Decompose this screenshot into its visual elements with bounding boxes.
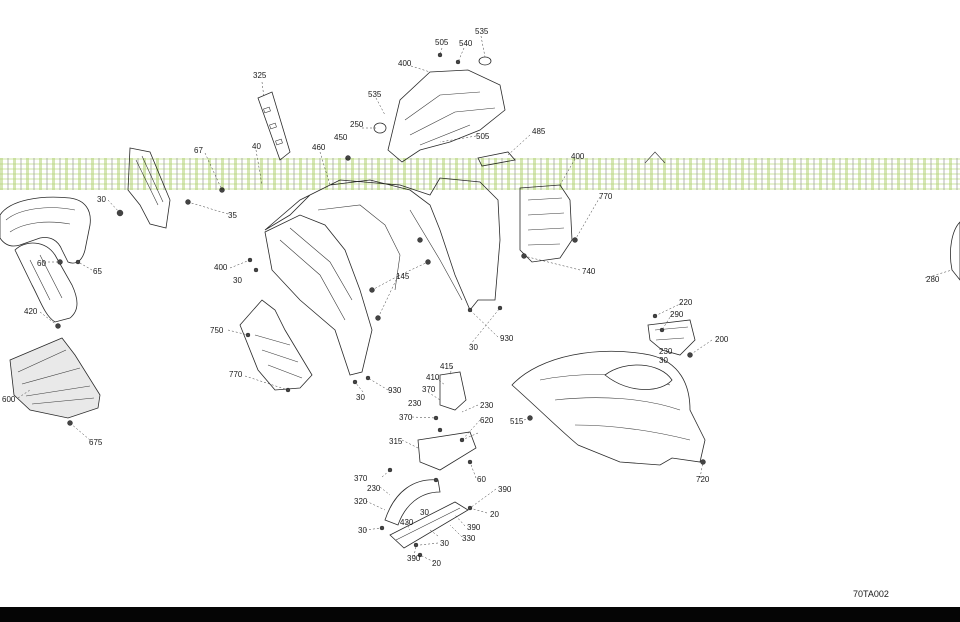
callout-label: 535 [475,27,489,36]
callout-label: 460 [312,143,326,152]
edge-partial-part [950,221,960,281]
callout-label: 35 [228,211,237,220]
callout-label: 250 [350,120,364,129]
callout-label: 390 [498,485,512,494]
front-cover-part [511,350,706,466]
callout-label: 60 [477,475,486,484]
callout-label: 770 [229,370,243,379]
callout-label: 20 [490,510,499,519]
lower-inner-panel-part [239,299,313,391]
callout-label: 330 [462,534,476,543]
callout-label: 60 [37,259,46,268]
side-bracket-part [127,147,171,229]
callout-label: 230 [480,401,494,410]
callout-label: 20 [432,559,441,568]
bottom-black-bar [0,607,960,622]
callout-label: 740 [582,267,596,276]
callout-label: 720 [696,475,710,484]
right-inner-fender-part [519,184,573,263]
callout-label: 400 [214,263,228,272]
front-fascia-part [264,177,501,376]
callout-label: 145 [396,272,410,281]
callout-label: 600 [2,395,16,404]
callout-label: 30 [440,539,449,548]
callout-label: 30 [358,526,367,535]
callout-label: 505 [476,132,490,141]
callout-label: 290 [670,310,684,319]
callout-label: 400 [398,59,412,68]
callout-label: 30 [659,356,668,365]
callout-label: 200 [715,335,729,344]
callout-label: 505 [435,38,449,47]
callout-label: 620 [480,416,494,425]
triangle-marker [644,151,666,164]
callout-label: 30 [469,343,478,352]
callout-label: 370 [354,474,368,483]
callout-label: 535 [368,90,382,99]
callout-label: 390 [407,554,421,563]
callout-label: 30 [420,508,429,517]
callout-label: 230 [367,484,381,493]
callout-label: 400 [571,152,585,161]
callout-label: 65 [93,267,102,276]
callout-label: 420 [24,307,38,316]
callout-label: 430 [400,518,414,527]
callout-label: 540 [459,39,473,48]
callout-label: 370 [422,385,436,394]
gasket-part [257,91,291,161]
callout-label: 675 [89,438,103,447]
callout-label: 930 [500,334,514,343]
callout-label: 40 [252,142,261,151]
callout-label: 320 [354,497,368,506]
callout-label: 410 [426,373,440,382]
callout-label: 315 [389,437,403,446]
callout-label: 220 [679,298,693,307]
front-rack-part [0,196,91,323]
drawing-code-label: 70TA002 [853,589,889,599]
callout-label: 30 [356,393,365,402]
callout-label: 450 [334,133,348,142]
callout-label: 390 [467,523,481,532]
callout-label: 770 [599,192,613,201]
callout-label: 515 [510,417,524,426]
callout-label: 30 [97,195,106,204]
callout-label: 67 [194,146,203,155]
callout-labels: 535 505 540 400 325 535 250 450 505 485 … [2,27,940,568]
callout-label: 325 [253,71,267,80]
callout-label: 750 [210,326,224,335]
callout-label: 485 [532,127,546,136]
headlight-housing-part [373,56,516,167]
callout-label: 230 [659,347,673,356]
skid-plate-part [9,337,101,419]
callout-label: 30 [233,276,242,285]
callout-label: 280 [926,275,940,284]
callout-label: 230 [408,399,422,408]
support-bracket-assembly [384,371,477,549]
callout-label: 930 [388,386,402,395]
callout-label: 370 [399,413,413,422]
callout-label: 415 [440,362,454,371]
